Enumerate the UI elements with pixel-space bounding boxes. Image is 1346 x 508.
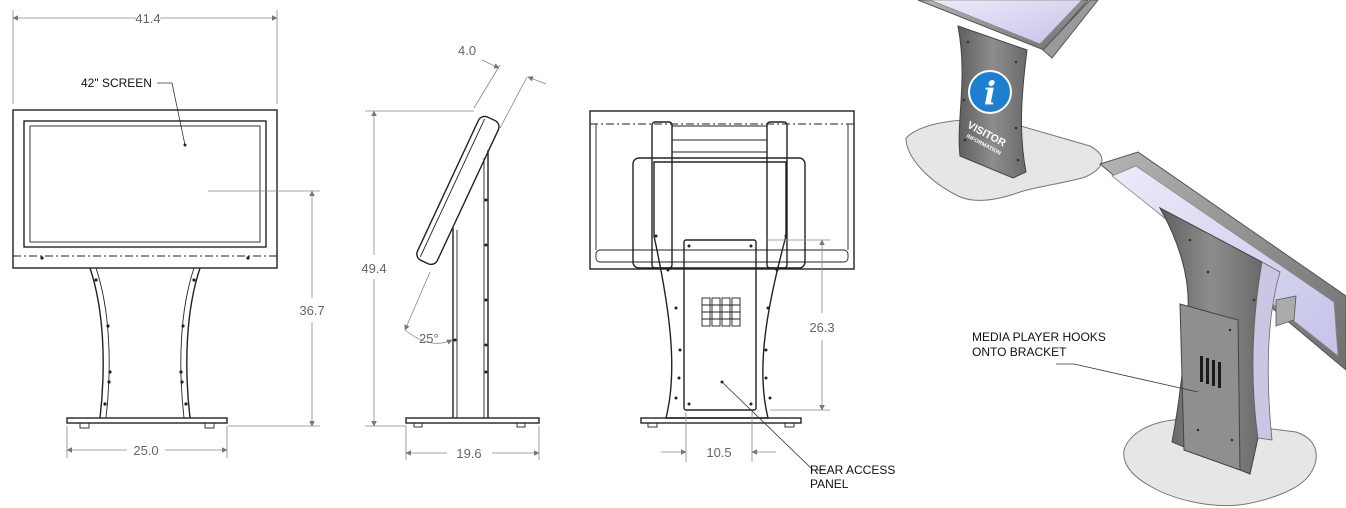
dim-front-width: 41.4 <box>135 11 160 26</box>
dim-side-angle: 25° <box>419 331 439 346</box>
side-base <box>405 417 540 424</box>
info-icon: i <box>984 74 996 112</box>
rear-view: 26.3 10.5 REAR ACCESS PANEL <box>589 110 895 491</box>
side-monitor <box>416 115 500 266</box>
callout-media-line1: MEDIA PLAYER HOOKS <box>972 330 1106 344</box>
dim-side-thickness: 4.0 <box>458 43 476 58</box>
front-stand <box>89 267 201 419</box>
rear-monitor-frame <box>589 110 855 270</box>
render-access-panel <box>1179 303 1241 471</box>
dim-side-base: 19.6 <box>456 446 481 461</box>
callout-media-line2: ONTO BRACKET <box>972 345 1067 359</box>
render-rear-perspective: MEDIA PLAYER HOOKS ONTO BRACKET <box>972 151 1346 507</box>
dim-front-height: 36.7 <box>299 303 324 318</box>
side-view: 4.0 49.4 25° 19.6 <box>361 43 547 461</box>
dim-rear-panel-width: 10.5 <box>706 445 731 460</box>
dim-front-base: 25.0 <box>133 443 158 458</box>
callout-screen: 42" SCREEN <box>81 76 152 90</box>
callout-rear-access-line2: PANEL <box>810 477 849 491</box>
callout-rear-access-line1: REAR ACCESS <box>810 463 895 477</box>
render-front-perspective: i VISITOR INFORMATION <box>905 0 1103 201</box>
rear-access-panel <box>683 239 757 411</box>
dim-rear-height: 26.3 <box>809 320 834 335</box>
rear-base <box>640 417 802 424</box>
front-base <box>66 417 228 424</box>
rear-stand <box>653 161 787 419</box>
dim-side-height: 49.4 <box>361 261 386 276</box>
front-view: 41.4 42" SCREEN 36.7 <box>12 10 325 458</box>
front-monitor-frame <box>12 109 278 269</box>
